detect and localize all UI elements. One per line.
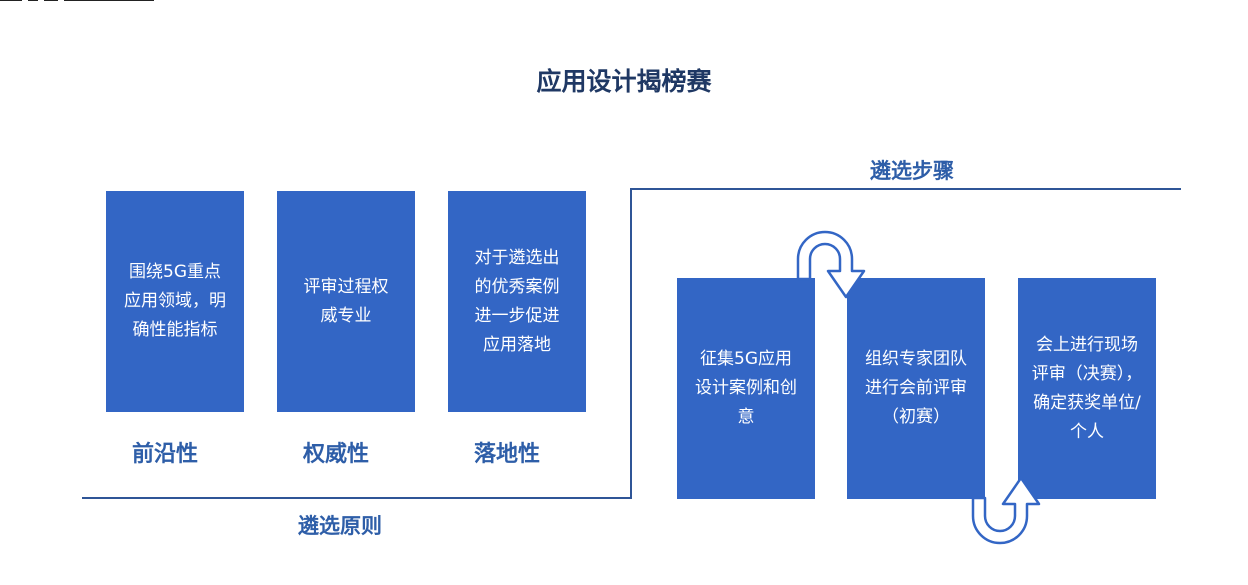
page-title: 应用设计揭榜赛 — [536, 67, 712, 96]
principle-text-3: 对于遴选出的优秀案例进一步促进应用落地 — [474, 247, 560, 355]
step-box-3: 会上进行现场评审（决赛），确定获奖单位/个人 — [1018, 278, 1156, 499]
step-box-1: 征集5G应用设计案例和创意 — [677, 278, 815, 499]
principle-box-2: 评审过程权威专业 — [277, 191, 415, 412]
principle-label-1: 前沿性 — [131, 442, 198, 467]
cropped-header-fragment — [0, 0, 190, 6]
step-text-2: 组织专家团队进行会前评审（初赛） — [865, 349, 967, 427]
step-box-2: 组织专家团队进行会前评审（初赛） — [847, 278, 985, 499]
steps-topline — [630, 188, 1181, 190]
principle-text-2: 评审过程权威专业 — [303, 276, 389, 326]
principle-box-1: 围绕5G重点应用领域，明确性能指标 — [106, 191, 244, 412]
principle-label-2: 权威性 — [302, 442, 369, 467]
principles-heading: 遴选原则 — [298, 514, 382, 538]
principle-box-3: 对于遴选出的优秀案例进一步促进应用落地 — [448, 191, 586, 412]
steps-heading: 遴选步骤 — [870, 159, 954, 183]
principle-text-1: 围绕5G重点应用领域，明确性能指标 — [124, 262, 226, 340]
principle-label-3: 落地性 — [473, 442, 540, 467]
uturn-arrow-bottom-icon — [971, 476, 1041, 545]
uturn-arrow-top-icon — [796, 230, 866, 299]
section-divider-vertical — [630, 188, 632, 499]
step-text-1: 征集5G应用设计案例和创意 — [695, 349, 797, 427]
principles-baseline — [82, 497, 632, 499]
step-text-3: 会上进行现场评审（决赛），确定获奖单位/个人 — [1031, 334, 1143, 442]
